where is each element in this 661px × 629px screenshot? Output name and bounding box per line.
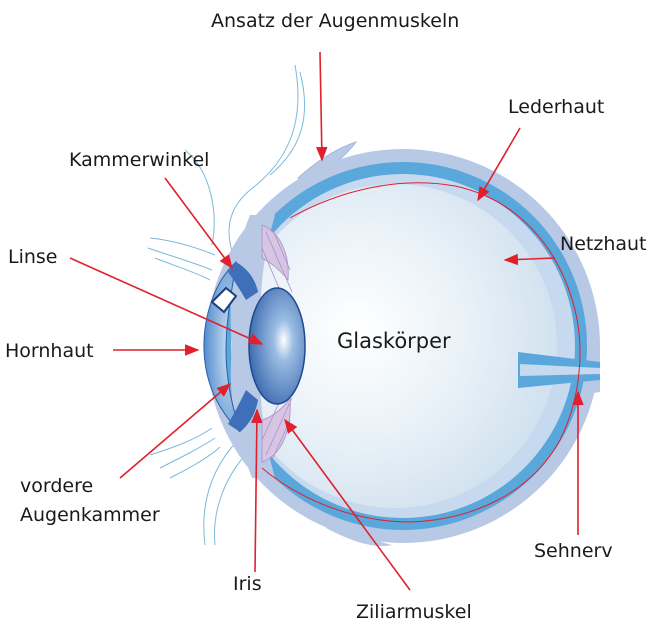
label-muscle-attachment: Ansatz der Augenmuskeln (211, 10, 459, 32)
label-ciliary-muscle: Ziliarmuskel (356, 601, 472, 623)
label-vitreous: Glaskörper (337, 329, 451, 353)
label-sclera: Lederhaut (508, 96, 604, 118)
lens (249, 288, 305, 404)
label-retina: Netzhaut (560, 233, 647, 255)
label-optic-nerve: Sehnerv (534, 540, 613, 562)
arrow-chamber-angle (165, 178, 232, 268)
label-lens: Linse (8, 246, 58, 268)
label-anterior-chamber-1: vordere (20, 475, 93, 497)
label-anterior-chamber-2: Augenkammer (20, 504, 160, 526)
arrow-anterior-chamber (120, 384, 230, 478)
label-chamber-angle: Kammerwinkel (69, 149, 209, 171)
label-iris: Iris (233, 573, 262, 595)
label-cornea: Hornhaut (5, 340, 94, 362)
arrow-muscle-attachment (320, 52, 322, 160)
